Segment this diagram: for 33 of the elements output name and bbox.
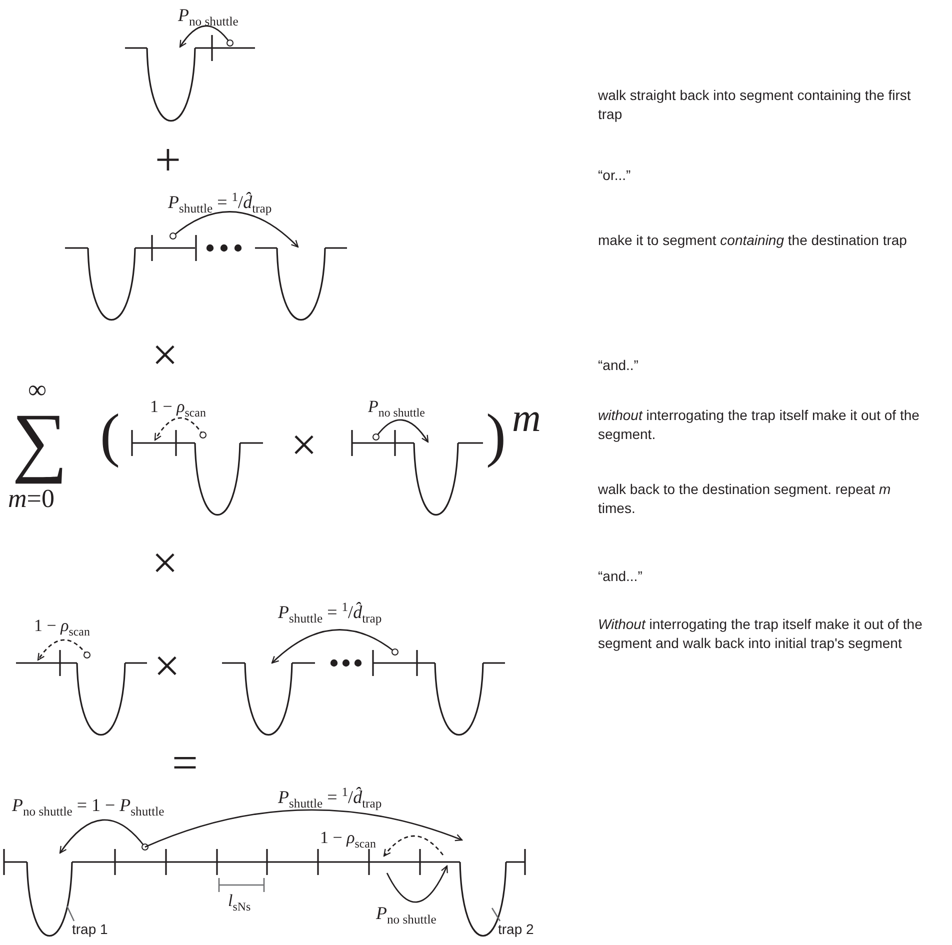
probability-label: 1 − ρ$_{scan}$	[150, 398, 206, 417]
trap-label: trap 1	[72, 922, 108, 938]
probability-label: P$_{no shuttle}$	[368, 398, 425, 417]
description-text: Without interrogating the trap itself make it out of the segment and walk back into initial trap's segment	[598, 615, 924, 653]
description-text: walk straight back into segment containing the first trap	[598, 86, 912, 124]
probability-label: P$_{shuttle}$ = $^{1}$/d̂$_{trap}$	[278, 788, 382, 808]
equals-sign: =	[172, 738, 198, 789]
times-sign: ×	[152, 330, 178, 381]
probability-label: P$_{shuttle}$ = $^{1}$/d̂$_{trap}$	[168, 193, 272, 213]
description-text: “and...”	[598, 567, 644, 586]
trap-label: trap 2	[498, 922, 534, 938]
probability-label: P$_{no shuttle}$	[376, 904, 436, 924]
description-text: “and..”	[598, 356, 640, 375]
description-text: walk back to the destination segment. repeat m times.	[598, 480, 892, 518]
probability-label: P$_{shuttle}$ = $^{1}$/d̂$_{trap}$	[278, 603, 382, 623]
leader-line	[491, 908, 501, 922]
times-sign: ×	[291, 420, 317, 471]
times-sign: ×	[152, 538, 178, 589]
parenthesis: )	[486, 402, 506, 468]
description-text: “or...”	[598, 166, 632, 185]
description-text: make it to segment containing the destination trap	[598, 231, 908, 250]
probability-label: P$_{no shuttle}$	[178, 6, 238, 26]
probability-label: 1 − ρ$_{scan}$	[320, 829, 376, 848]
exponent: m	[512, 396, 541, 440]
plus-sign: +	[155, 135, 181, 186]
probability-label: 1 − ρ$_{scan}$	[34, 617, 90, 636]
leader-line	[66, 906, 75, 922]
probability-label: P$_{no shuttle}$ = 1 − P$_{shuttle}$	[12, 796, 164, 816]
description-text: without interrogating the trap itself make it out of the segment.	[598, 406, 920, 444]
sum-index: m=0	[8, 485, 54, 514]
times-sign: ×	[154, 641, 180, 692]
parenthesis: (	[100, 402, 120, 468]
length-label: l$_{sNs}$	[228, 892, 251, 911]
